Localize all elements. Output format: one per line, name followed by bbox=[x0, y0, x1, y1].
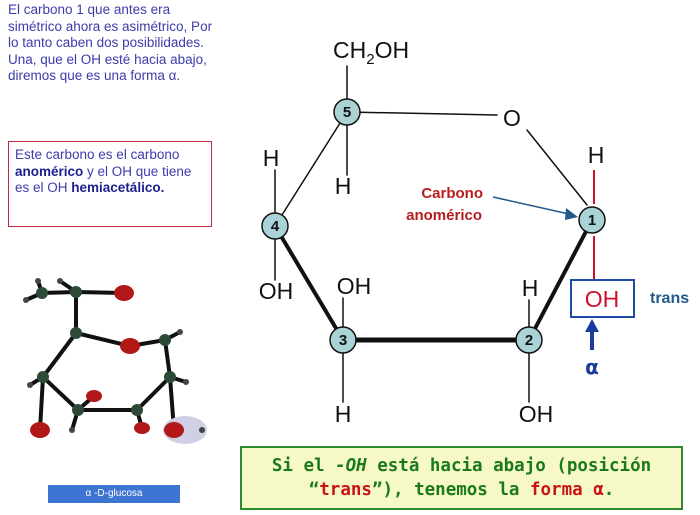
conclusion-line-1: Si el -OH está hacia abajo (posición bbox=[271, 456, 652, 476]
alpha-arrow-icon bbox=[585, 319, 599, 350]
ring-oxygen-label: O bbox=[503, 105, 521, 131]
c4-oh-label: OH bbox=[259, 278, 294, 304]
c1-oh-label: OH bbox=[585, 286, 620, 312]
c3-oh-label: OH bbox=[337, 273, 372, 299]
c4-h-label: H bbox=[263, 145, 280, 171]
ball-stick-atoms bbox=[23, 278, 207, 444]
c2-oh-label: OH bbox=[519, 401, 554, 427]
alpha-label: α bbox=[585, 355, 599, 379]
carbon-3-label: 3 bbox=[339, 332, 347, 349]
anomeric-info-box: Este carbono es el carbono anomérico y e… bbox=[8, 141, 212, 227]
intro-text: El carbono 1 que antes era simétrico aho… bbox=[8, 2, 213, 83]
anomeric-label-line1: Carbono bbox=[421, 185, 483, 202]
c5-h-label: H bbox=[335, 173, 352, 199]
c1-h-label: H bbox=[588, 142, 605, 168]
carbon-1-label: 1 bbox=[588, 212, 596, 229]
carbon-5-label: 5 bbox=[343, 104, 351, 121]
anomeric-oh-box bbox=[570, 279, 635, 318]
anomeric-label-line2: anomérico bbox=[406, 207, 482, 224]
anomer-bold-1: anomérico bbox=[15, 163, 84, 179]
anomer-text-2: y el OH que tiene es el OH bbox=[15, 163, 192, 196]
ring-bonds bbox=[273, 65, 594, 403]
carbon-4-label: 4 bbox=[271, 218, 280, 235]
arrow-to-c1 bbox=[492, 196, 578, 220]
conclusion-box: Si el -OH está hacia abajo (posición “tr… bbox=[240, 446, 683, 510]
ch2oh-label: CH2OH bbox=[333, 37, 409, 68]
c2-h-label: H bbox=[522, 275, 539, 301]
anomer-bold-2: hemiacetálico. bbox=[71, 180, 165, 195]
c3-h-label: H bbox=[335, 401, 352, 427]
carbon-2-label: 2 bbox=[525, 332, 533, 349]
carbon-nodes bbox=[261, 98, 606, 354]
trans-label: trans bbox=[650, 290, 689, 307]
anomer-text-1: Este carbono es el carbono bbox=[15, 147, 180, 162]
molecule-name-badge: α -D-glucosa bbox=[48, 485, 180, 503]
ball-stick-model bbox=[24, 279, 204, 432]
conclusion-line-2: “trans”), tenemos la forma α. bbox=[308, 480, 615, 500]
